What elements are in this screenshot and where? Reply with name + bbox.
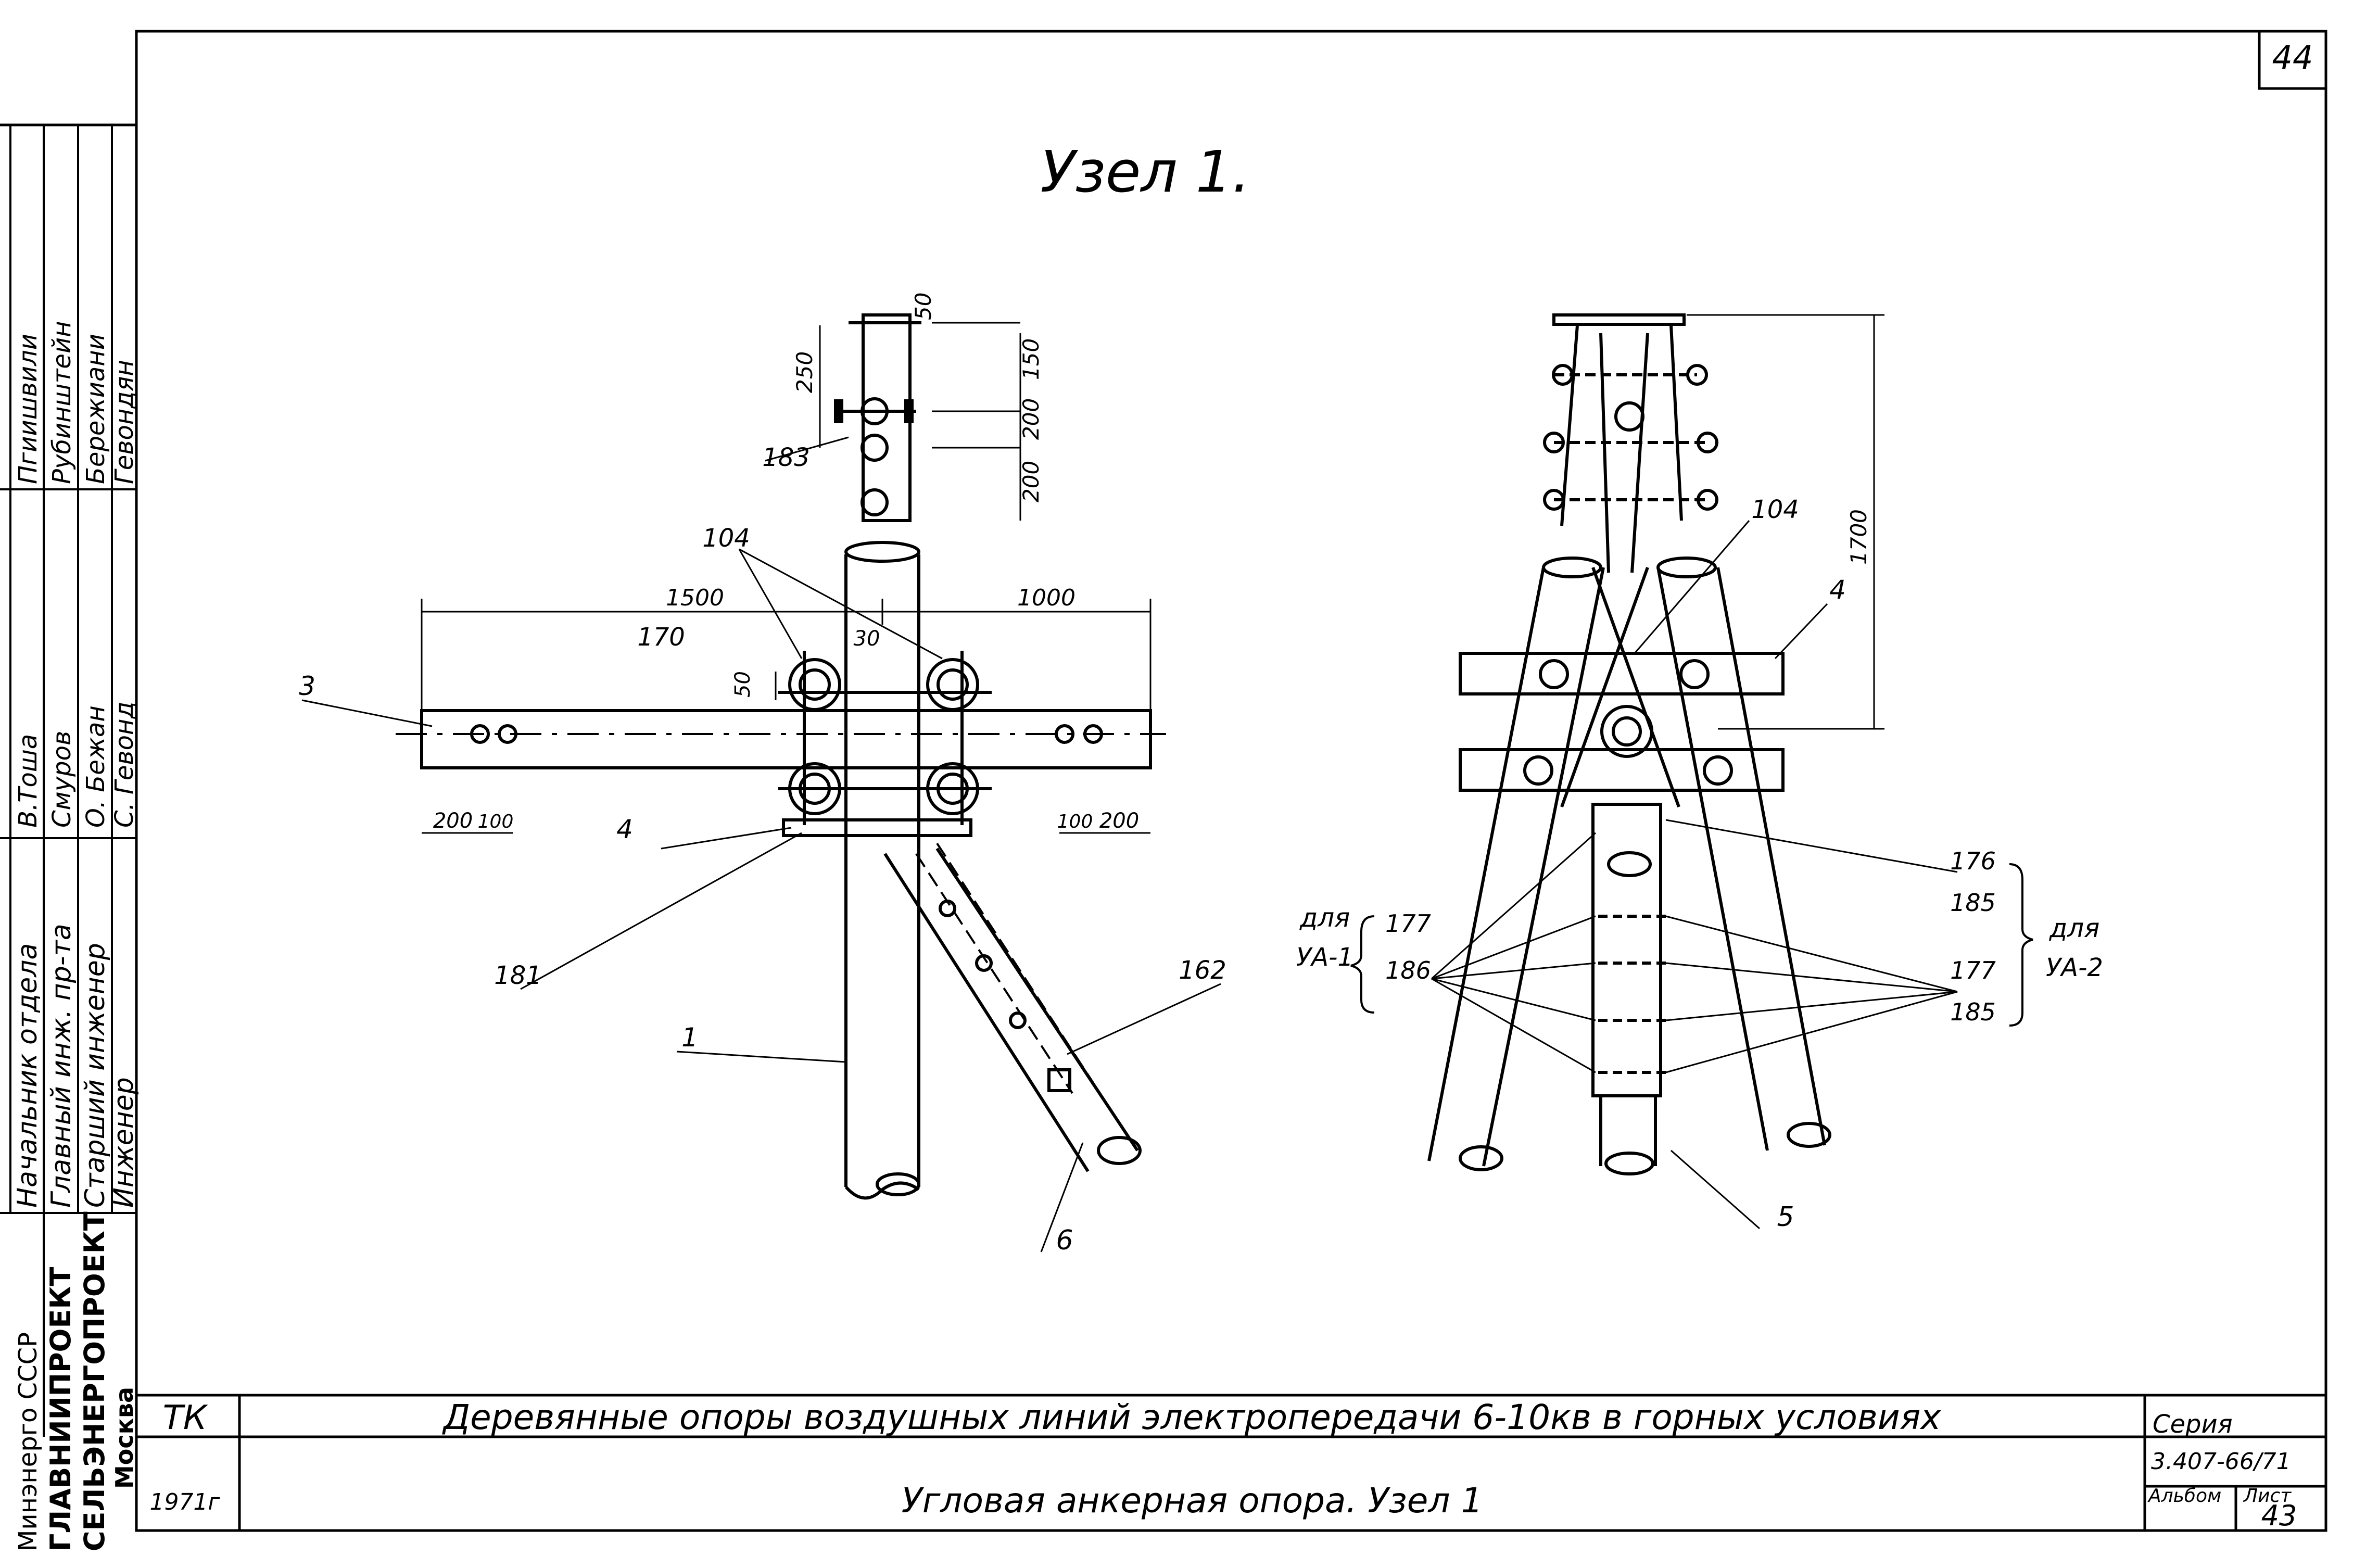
dim-200-b: 200	[1018, 461, 1044, 502]
sheet-label: Лист	[2243, 1485, 2292, 1507]
dim-1000: 1000	[1017, 585, 1076, 611]
right-view: 1700 104 4 5 для УА-1 177 186 176 185 17…	[1296, 313, 2103, 1233]
right-view-geometry	[1350, 313, 2033, 1230]
title-block: ТК 1971г Деревянные опоры воздушных лини…	[149, 1397, 2297, 1532]
role-chief-project-engineer: Главный инж. пр-та	[46, 924, 77, 1208]
name-3: Бережиани	[81, 334, 110, 484]
label-3: 3	[299, 671, 315, 701]
for-ua1-line2: УА-1	[1296, 943, 1353, 972]
label-177-right: 177	[1950, 956, 1996, 984]
dim-200-a: 200	[1018, 398, 1044, 440]
signature-3: О. Бежан	[81, 705, 110, 828]
sheet-in-series: 43	[2261, 1499, 2297, 1532]
org-city: Москва	[110, 1387, 138, 1489]
org-selenergoproekt: СЕЛЬЭНЕРГОПРОЕКТ	[78, 1211, 111, 1551]
side-stamp: Начальник отдела Главный инж. пр-та Стар…	[0, 125, 140, 1551]
dim-200-left: 200	[433, 809, 473, 833]
project-title: Деревянные опоры воздушных линий электро…	[442, 1397, 1942, 1437]
signature-2: Смуров	[47, 731, 77, 828]
for-ua2-line2: УА-2	[2046, 953, 2103, 982]
dim-150: 150	[1018, 338, 1044, 380]
dim-1700: 1700	[1846, 509, 1871, 565]
label-162: 162	[1179, 956, 1226, 985]
org-ministry: Минэнерго СССР	[14, 1332, 43, 1551]
name-4: Гевондян	[110, 360, 139, 484]
label-170: 170	[637, 623, 685, 652]
album-label: Альбом	[2147, 1485, 2221, 1507]
label-4-right: 4	[1829, 575, 1846, 605]
left-view-geometry	[301, 313, 1221, 1253]
dim-200-right: 200	[1099, 809, 1139, 833]
dim-100-left: 100	[478, 811, 514, 832]
label-176: 176	[1950, 847, 1996, 875]
label-104-right: 104	[1751, 495, 1799, 524]
name-2: Рубинштейн	[47, 321, 77, 484]
dim-1500: 1500	[666, 585, 724, 611]
signature-1: В.Тоша	[14, 734, 43, 828]
dim-50: 50	[731, 671, 755, 698]
label-186-left: 186	[1385, 956, 1431, 984]
for-ua2-line1: для	[2049, 913, 2100, 943]
label-104: 104	[702, 524, 750, 553]
role-head-of-department: Начальник отдела	[12, 943, 43, 1208]
label-177-left: 177	[1385, 909, 1431, 938]
signature-4: С. Гевонд	[110, 701, 139, 828]
dim-250: 250	[792, 351, 817, 393]
page-title: Узел 1.	[1040, 138, 1250, 205]
label-5: 5	[1777, 1202, 1794, 1233]
series-label: Серия	[2153, 1410, 2233, 1439]
drawing-title: Угловая анкерная опора. Узел 1	[901, 1481, 1483, 1521]
label-181: 181	[494, 961, 542, 990]
role-engineer: Инженер	[108, 1077, 140, 1208]
role-senior-engineer: Старший инженер	[80, 943, 111, 1208]
left-view: 50 250 150 200 200 1500 1000 30 50 200 1…	[299, 293, 1226, 1256]
org-glavniiproekt: ГЛАВНИИПРОЕКТ	[44, 1267, 77, 1551]
for-ua1-line1: для	[1299, 903, 1350, 933]
dim-30: 30	[854, 627, 880, 651]
year: 1971г	[149, 1489, 220, 1515]
label-4: 4	[616, 814, 633, 844]
label-183: 183	[762, 443, 810, 472]
label-6: 6	[1056, 1225, 1073, 1256]
name-1: Пгиишвили	[14, 334, 43, 484]
label-185-top: 185	[1950, 889, 1996, 917]
label-185-bottom: 185	[1950, 998, 1996, 1026]
dim-100-right: 100	[1057, 811, 1093, 832]
dim-50-top: 50	[910, 293, 936, 320]
sheet-number: 44	[2272, 39, 2313, 77]
series-number: 3.407-66/71	[2151, 1448, 2291, 1475]
label-1: 1	[681, 1022, 698, 1053]
code-tk: ТК	[163, 1399, 208, 1437]
sheet-frame	[0, 30, 2327, 1532]
